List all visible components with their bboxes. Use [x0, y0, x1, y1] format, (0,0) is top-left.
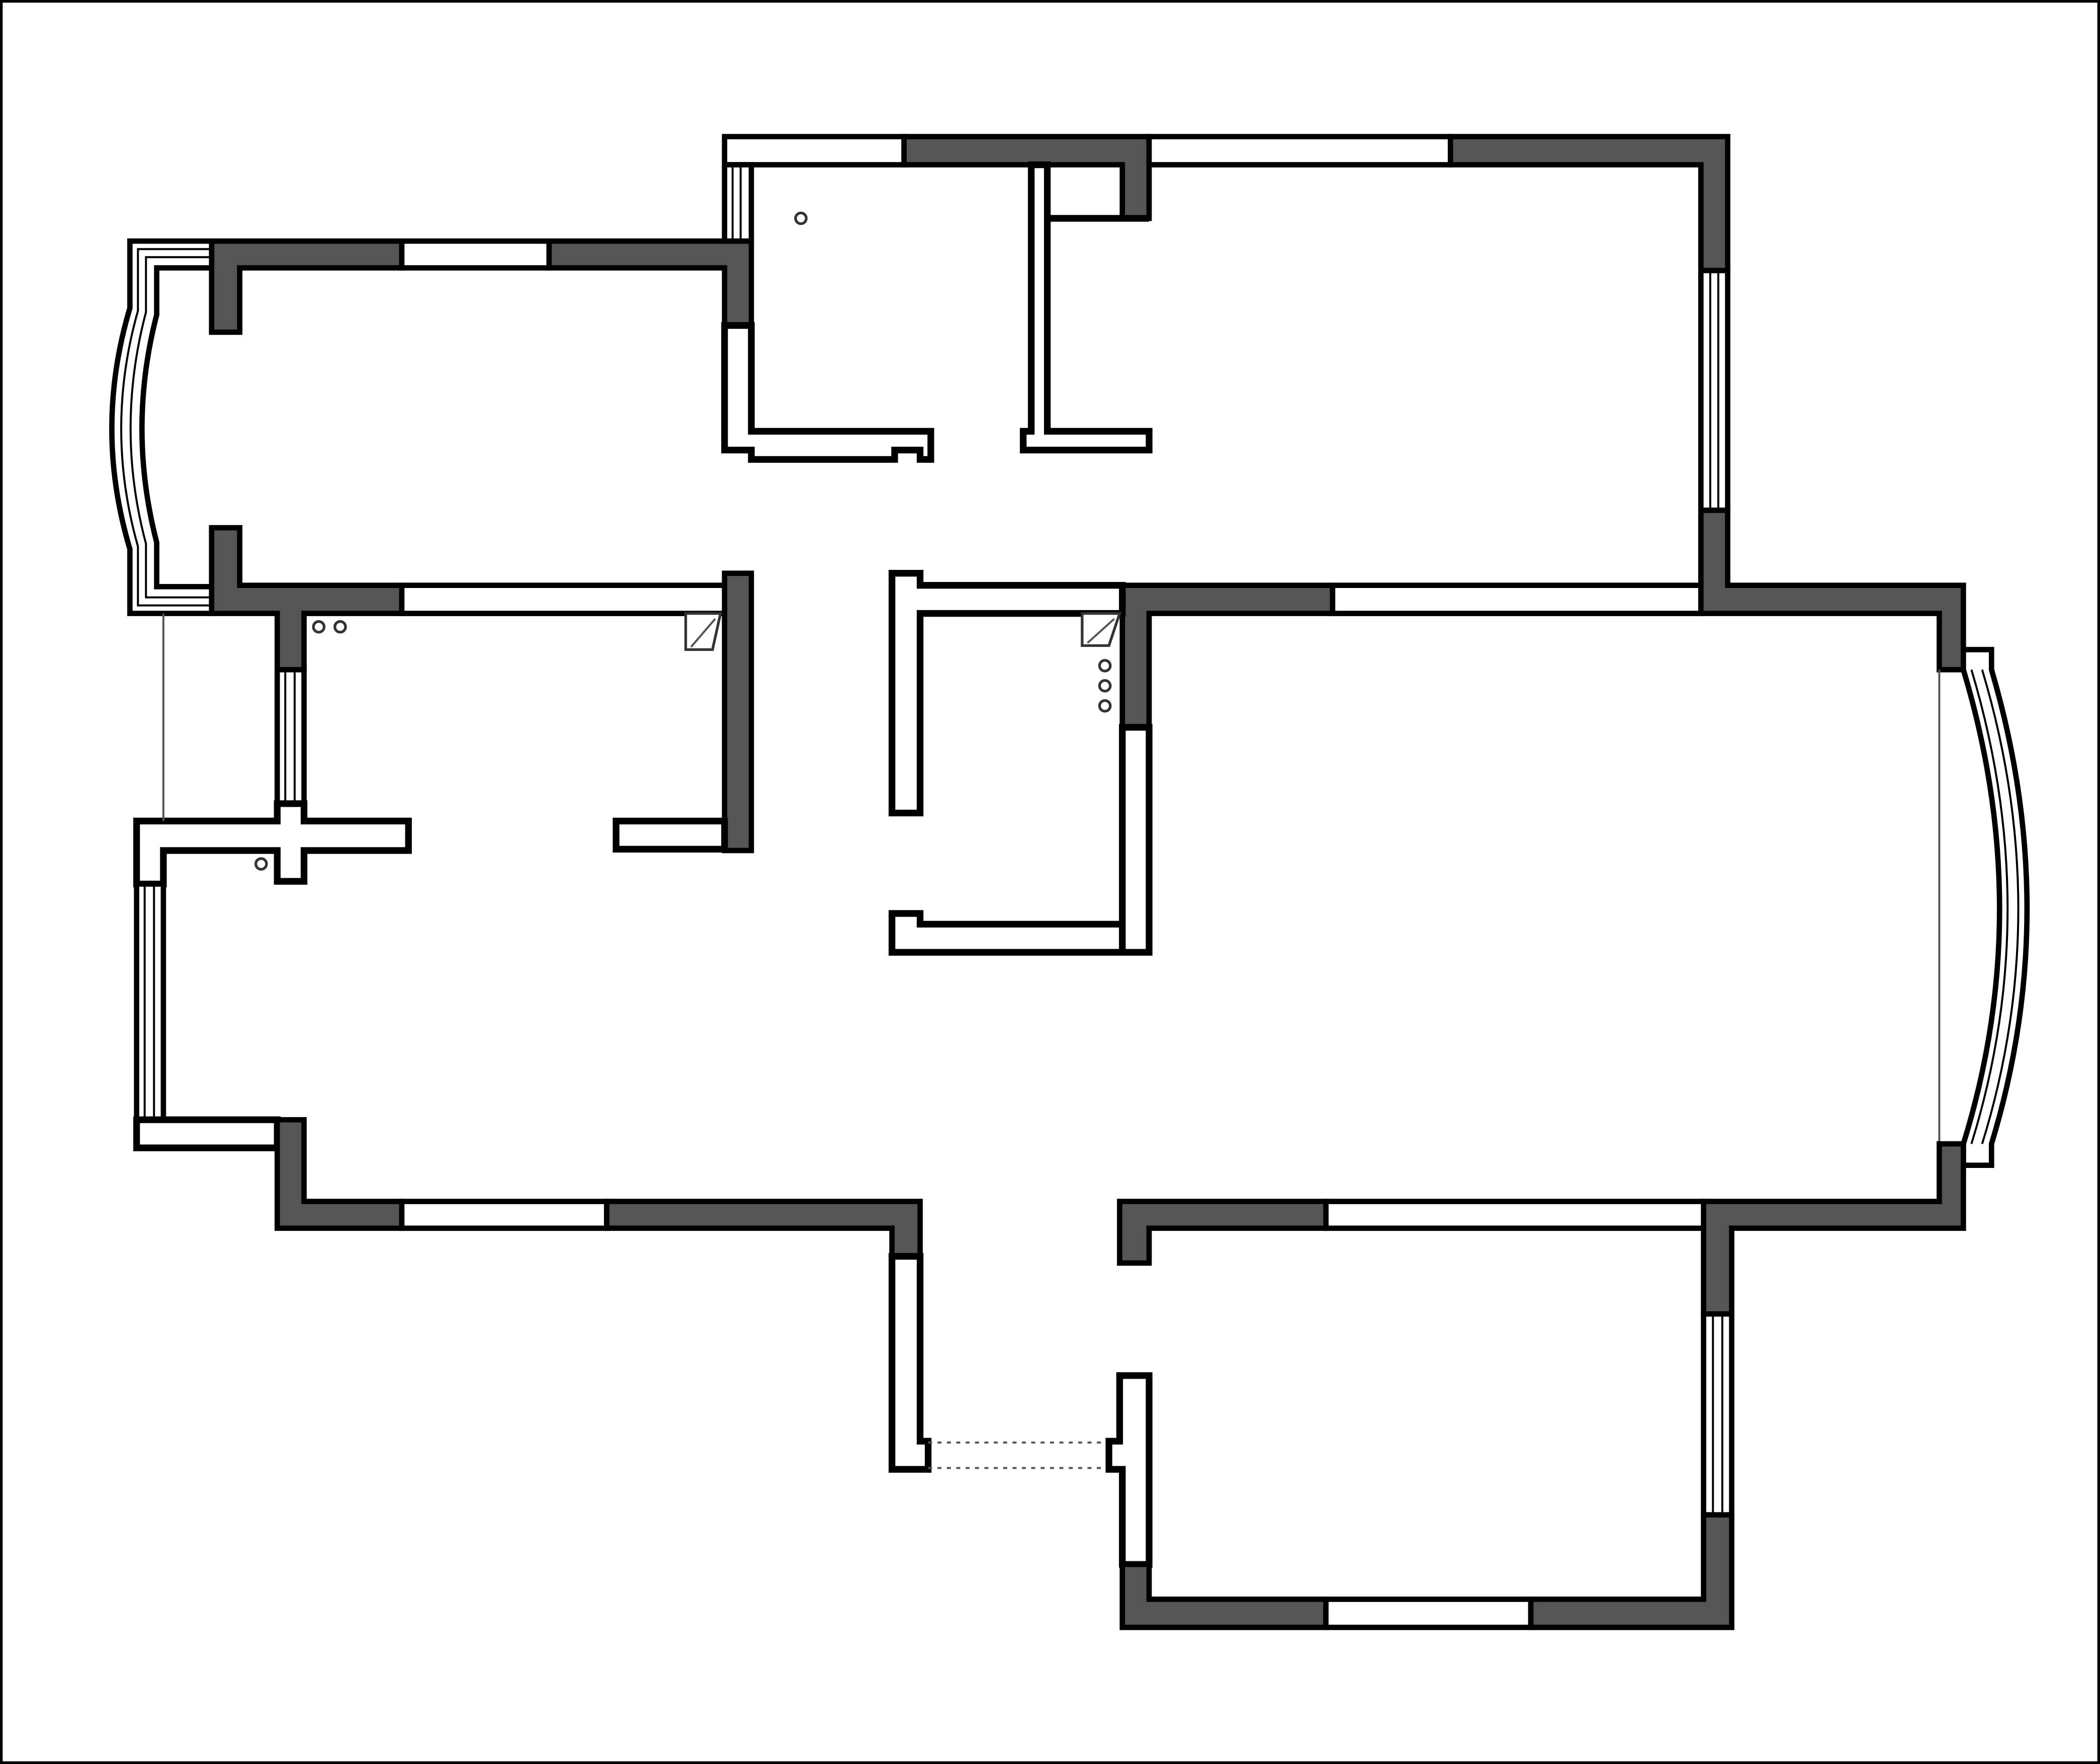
window-lower-left-west	[134, 881, 166, 1123]
window-middle-left-west	[274, 667, 307, 807]
room-center-bath-walls	[889, 570, 1126, 956]
fixture-pipe-5	[333, 620, 347, 634]
wall-living-sw	[1117, 1199, 1329, 1266]
bay-window-right	[1961, 647, 2030, 1168]
bay-window-left-inner-1	[120, 248, 212, 607]
window-top-right-east	[1698, 268, 1730, 513]
wall-entry-east	[1105, 1372, 1153, 1568]
room-bottom-right-walls	[1119, 1311, 1734, 1630]
fixture-pipe-4	[312, 620, 326, 634]
bay-window-left-inner-2	[129, 256, 212, 599]
wall-center-bath-north	[889, 570, 1126, 817]
wall-lower-left-sill	[133, 1116, 281, 1151]
window-top-left-north	[399, 238, 552, 271]
fixture-pipe-2	[1098, 679, 1112, 693]
wall-top-left-sw	[209, 525, 405, 673]
wall-center-bath-south	[889, 910, 1126, 956]
wall-middle-left-east	[722, 570, 754, 854]
wall-top-center-partition	[1020, 161, 1153, 454]
fixture-pipe-1	[1098, 659, 1112, 673]
room-top-right-walls	[1146, 134, 1730, 513]
window-living-north	[1330, 582, 1704, 616]
entry-walls	[889, 1253, 1153, 1568]
wall-top-left-south	[399, 582, 728, 616]
room-living-walls	[1117, 508, 2030, 1317]
fixture-pipe-3	[1098, 699, 1112, 713]
wall-middle-left-stub	[612, 817, 728, 853]
wall-bottom-right-se	[1528, 1512, 1734, 1630]
room-middle-left-walls	[133, 570, 754, 888]
bay-window-right-inner-1	[1970, 669, 2009, 1144]
wall-living-west	[1119, 724, 1153, 956]
window-top-center-west	[722, 134, 907, 167]
wall-cross-junction	[133, 800, 412, 888]
fixture-pipe-6	[254, 857, 268, 871]
wall-entry-west	[889, 1253, 932, 1473]
window-top-center-side	[722, 162, 754, 244]
thin	[690, 618, 716, 648]
thin	[1087, 618, 1115, 644]
window-bottom-right-south	[1323, 1597, 1534, 1630]
window-top-right-north	[1146, 134, 1453, 167]
window-lower-left-south	[399, 1199, 609, 1231]
wall-top-left-east	[721, 322, 934, 463]
window-living-south	[1323, 1199, 1707, 1231]
window-bottom-right-east	[1701, 1311, 1734, 1518]
fixture-drain	[794, 211, 808, 225]
bay-window-right-inner-2	[1981, 669, 2020, 1144]
